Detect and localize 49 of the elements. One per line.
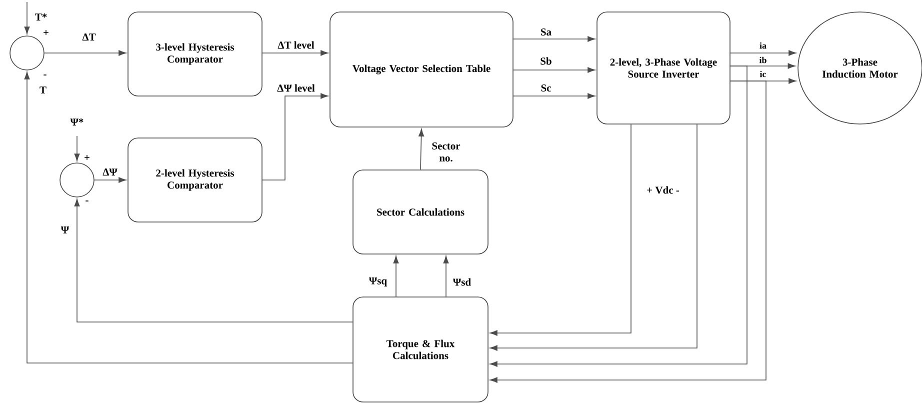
edge-label: ib (759, 56, 766, 64)
arrow (490, 124, 632, 336)
arrow (24, 2, 30, 34)
summing-junction (60, 162, 94, 198)
sign-label: - (86, 200, 88, 202)
arrow (490, 80, 766, 383)
sign-label: + (44, 30, 48, 35)
edge-label: ΔT level (277, 40, 315, 50)
arrow (490, 124, 698, 351)
edge-label: Sa (540, 28, 552, 36)
arrow (443, 256, 449, 297)
edge-label: T* (34, 12, 48, 22)
arrow (513, 67, 596, 73)
arrow (74, 136, 80, 162)
arrow (262, 50, 328, 56)
sign-label: + (84, 155, 90, 160)
arrow (44, 50, 126, 56)
arrow (262, 93, 328, 180)
edge-label: T (38, 86, 48, 94)
comparator-box: 3-level Hysteresis Comparator (128, 12, 262, 96)
arrow (513, 36, 596, 42)
edge-label: Ψ (60, 226, 70, 234)
arrow (393, 256, 399, 297)
arrow (24, 72, 353, 364)
summing-junction (10, 36, 44, 70)
calculation-box: Torque & Flux Calculations (352, 296, 488, 402)
arrow (513, 93, 596, 99)
edge-label: Ψ* (70, 118, 84, 126)
edge-label: Ψsd (452, 278, 472, 286)
sign-label: - (44, 74, 46, 76)
voltage-label: + Vdc - (647, 186, 680, 194)
edge-label: ia (760, 42, 766, 49)
comparator-box: 2-level Hysteresis Comparator (128, 138, 262, 222)
edge-label: Sb (540, 56, 552, 66)
inverter-box: 2-level, 3-Phase Voltage Source Inverter (596, 12, 730, 124)
arrow (490, 66, 748, 367)
edge-label: ic (760, 70, 766, 78)
edge-label: ΔT (82, 32, 96, 42)
edge-label: ΔΨ level (276, 84, 316, 92)
table-box: Voltage Vector Selection Table (330, 12, 514, 128)
edge-label: Sector no. (425, 142, 467, 162)
edge-label: Ψsq (368, 276, 388, 288)
arrow (94, 177, 126, 183)
edge-label: Sc (540, 84, 552, 92)
arrow (74, 198, 353, 322)
arrow (730, 50, 796, 56)
calculation-box: Sector Calculations (352, 170, 488, 254)
edge-label: ΔΨ (102, 168, 118, 176)
arrow (418, 128, 424, 170)
